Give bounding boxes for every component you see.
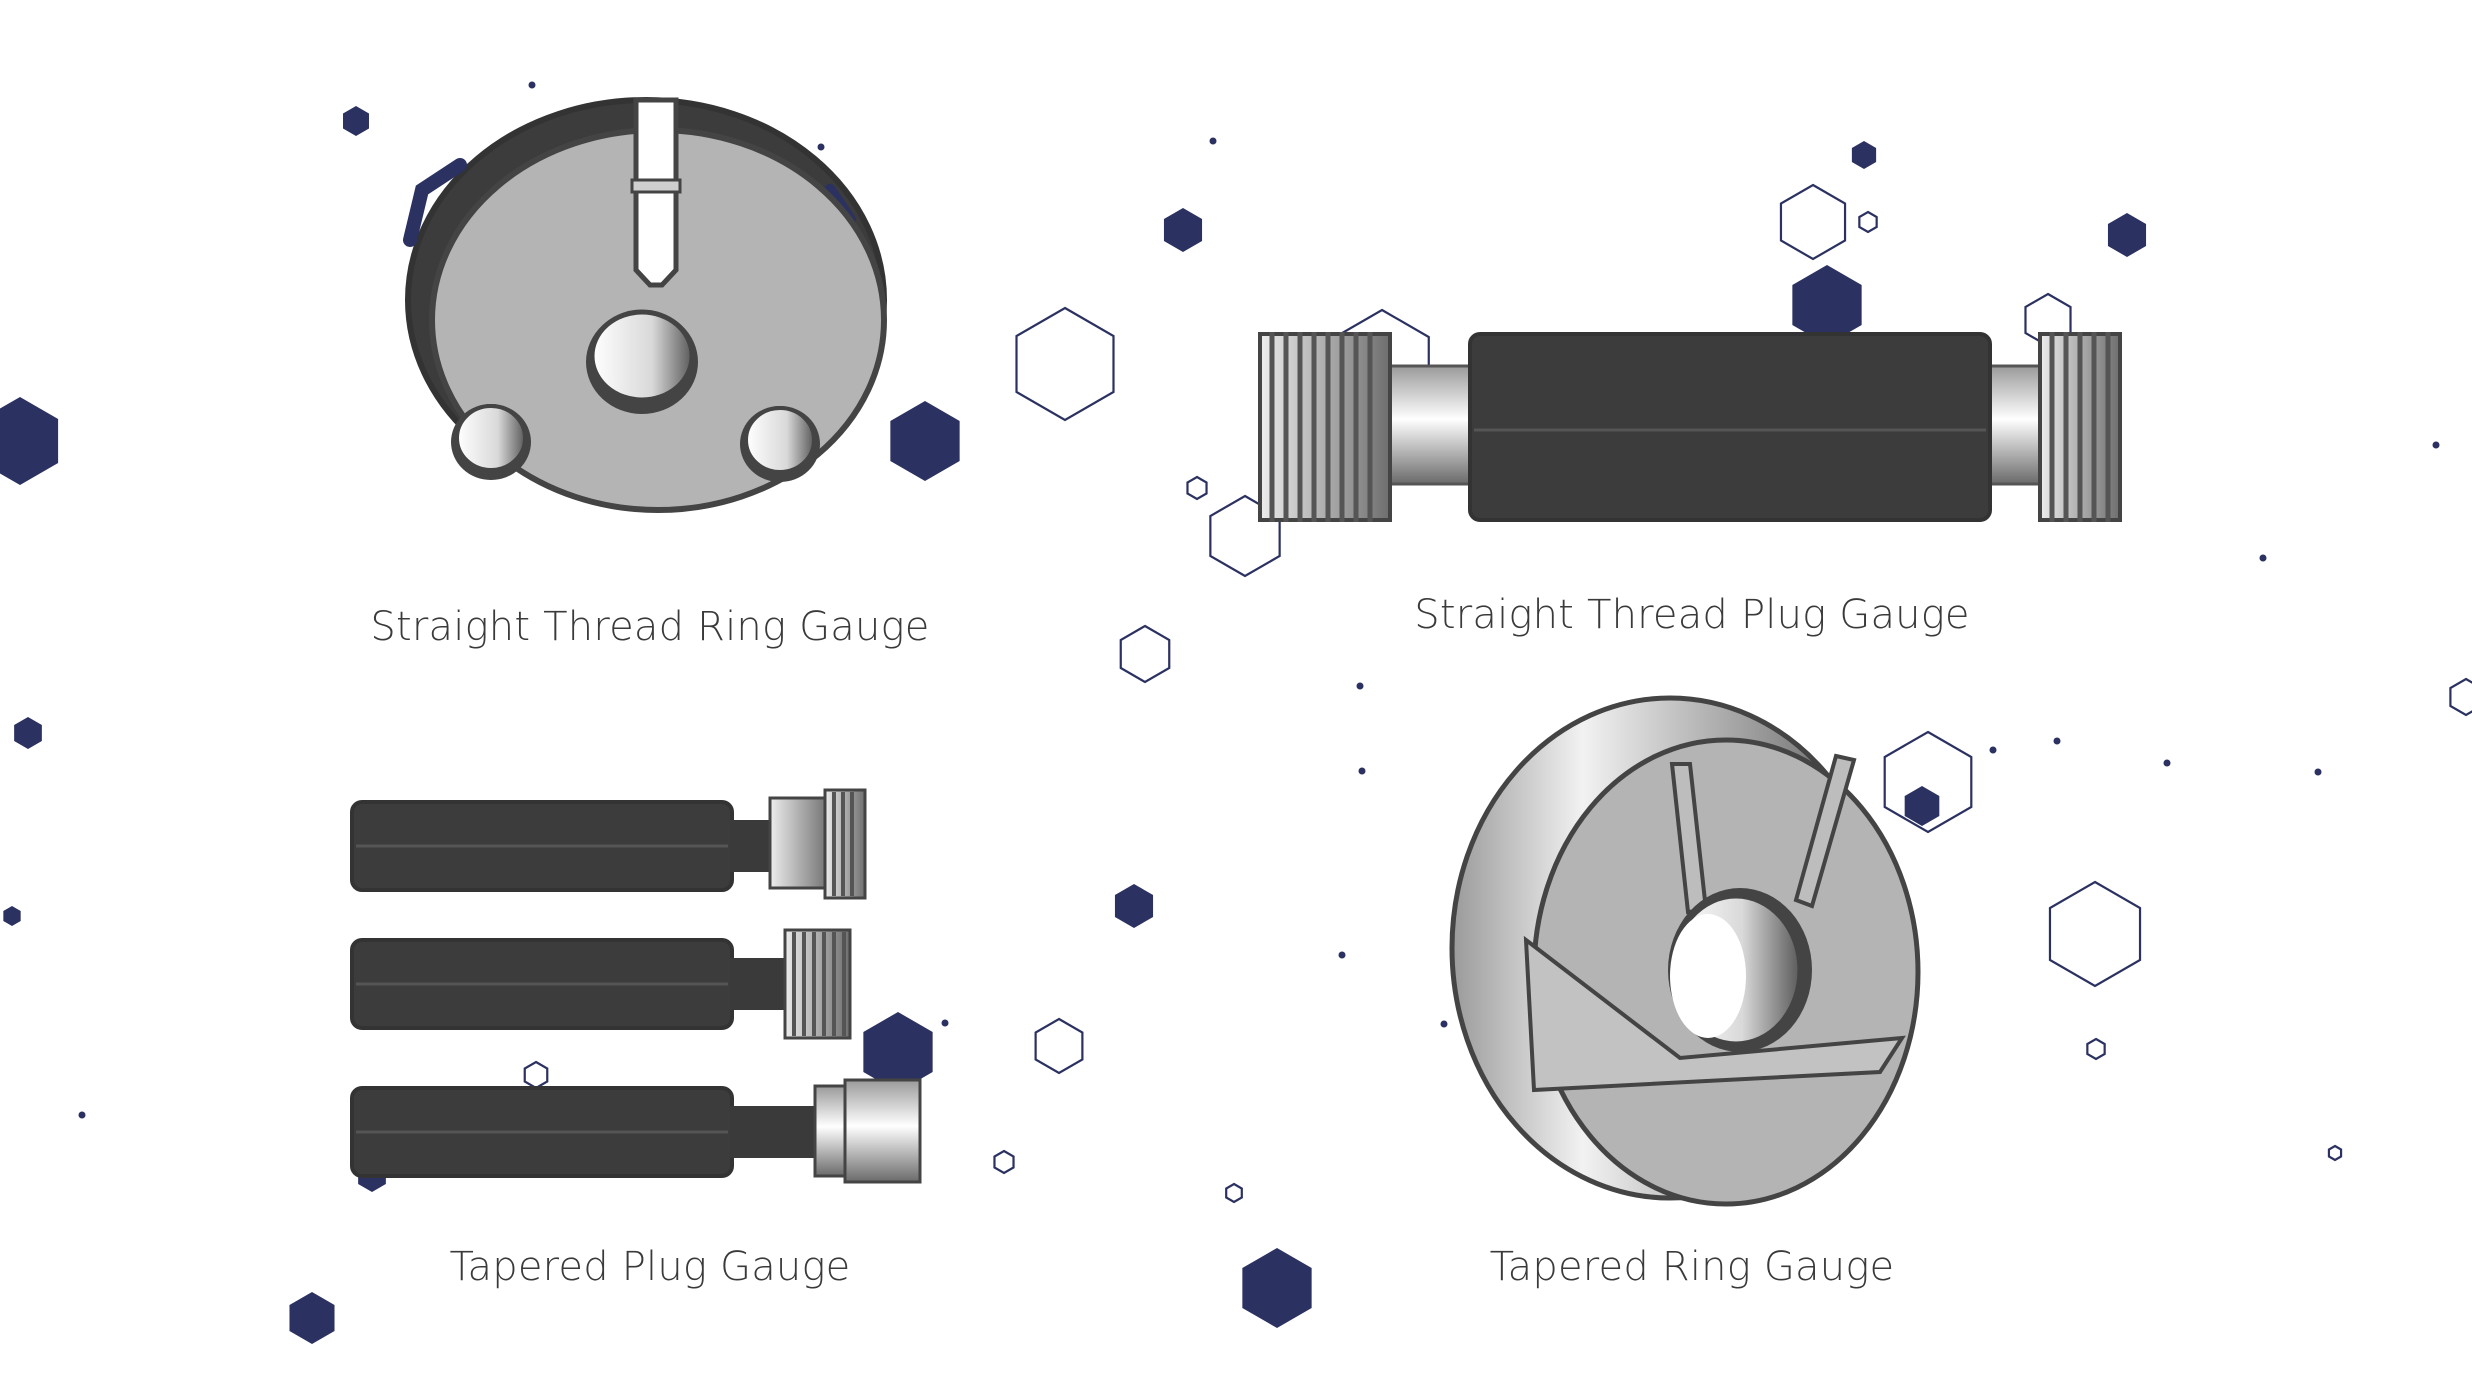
hexagon-filled-icon: [1163, 208, 1203, 252]
hexagon-decorations: [0, 81, 2472, 1344]
hexagon-filled-icon: [2107, 213, 2147, 257]
dot-icon: [2432, 441, 2440, 449]
hexagon-outline-icon: [2329, 1146, 2341, 1160]
dot-icon: [1209, 137, 1217, 145]
tapered-plug-gauge-label: Tapered Plug Gauge: [449, 1244, 851, 1290]
straight-thread-ring-gauge-illustration: [403, 97, 887, 513]
hexagon-outline-icon: [1036, 1019, 1083, 1073]
hexagon-outline-icon: [1187, 477, 1206, 499]
dot-icon: [528, 81, 536, 89]
hexagon-outline-icon: [1017, 308, 1114, 420]
hexagon-filled-icon: [1851, 141, 1877, 169]
hexagon-outline-icon: [2087, 1039, 2104, 1059]
hexagon-filled-icon: [3, 906, 21, 926]
hexagon-filled-icon: [1242, 1248, 1312, 1328]
dot-icon: [1440, 1020, 1448, 1028]
hexagon-outline-icon: [1781, 185, 1845, 259]
dot-icon: [1338, 951, 1346, 959]
hexagon-outline-icon: [2050, 882, 2140, 986]
tapered-ring-gauge-label: Tapered Ring Gauge: [1489, 1244, 1895, 1290]
dot-icon: [2259, 554, 2267, 562]
dot-icon: [78, 1111, 86, 1119]
hexagon-filled-icon: [0, 397, 59, 485]
hexagon-filled-icon: [289, 1292, 335, 1344]
hexagon-filled-icon: [14, 717, 42, 749]
hexagon-outline-icon: [994, 1151, 1013, 1173]
dot-icon: [1358, 767, 1366, 775]
tapered-plug-gauge-illustration: [350, 788, 922, 1184]
straight-thread-plug-gauge-illustration: [1258, 332, 2122, 522]
hexagon-outline-icon: [1226, 1184, 1242, 1202]
hexagon-outline-icon: [2450, 679, 2472, 715]
dot-icon: [2053, 737, 2061, 745]
straight-thread-plug-gauge-label: Straight Thread Plug Gauge: [1414, 592, 1970, 638]
dot-icon: [1356, 682, 1364, 690]
dot-icon: [2314, 768, 2322, 776]
dot-icon: [941, 1019, 949, 1027]
dot-icon: [817, 143, 825, 151]
straight-thread-ring-gauge-label: Straight Thread Ring Gauge: [370, 604, 930, 650]
dot-icon: [2163, 759, 2171, 767]
tapered-ring-gauge-illustration: [1449, 695, 1921, 1207]
hexagon-outline-icon: [1859, 212, 1876, 232]
dot-icon: [1989, 746, 1997, 754]
hexagon-filled-icon: [1114, 884, 1154, 928]
hexagon-outline-icon: [1121, 626, 1169, 682]
